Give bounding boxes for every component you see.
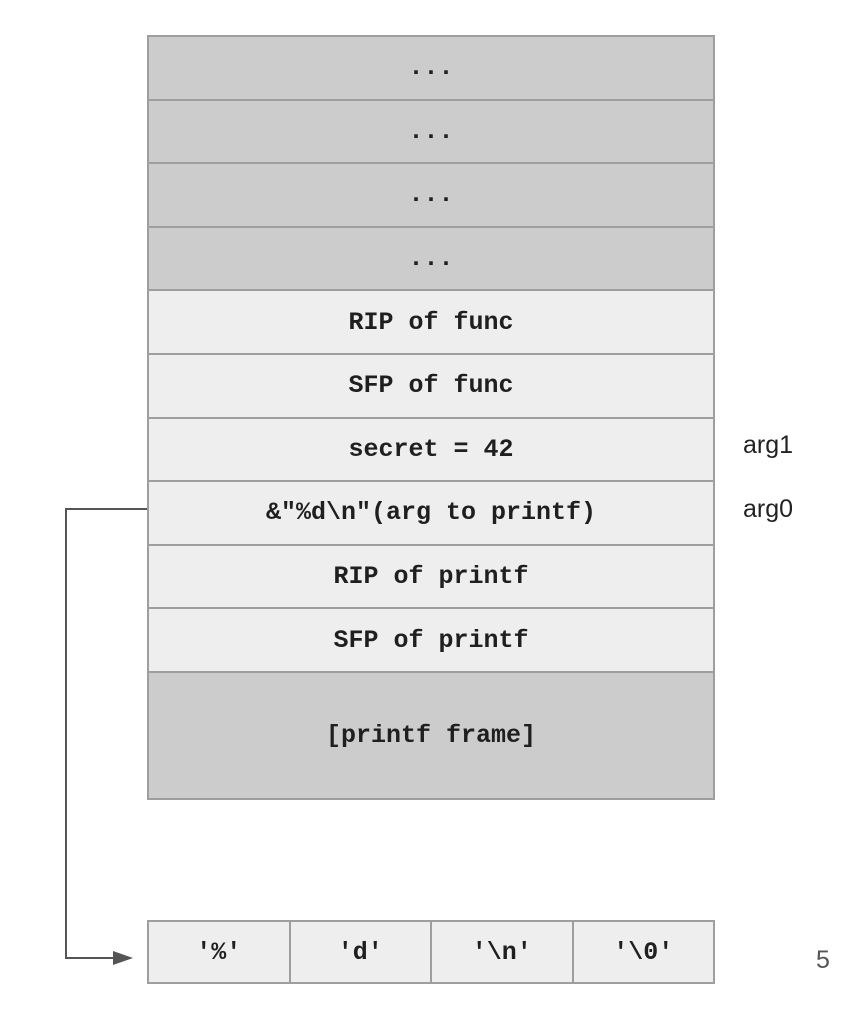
pointer-arrow-head — [113, 951, 133, 965]
stack-row-ellipsis: ... — [149, 164, 713, 228]
page-number: 5 — [816, 946, 830, 974]
stack-row-sfp-func: SFP of func — [149, 354, 713, 419]
string-char-cell: '\n' — [432, 922, 574, 982]
stack-row-rip-printf: RIP of printf — [149, 545, 713, 610]
stack-row-ellipsis: ... — [149, 100, 713, 165]
arg1-label: arg1 — [743, 431, 794, 459]
arg0-label: arg0 — [743, 495, 794, 523]
string-char-cell: '\0' — [613, 937, 674, 967]
stack-row-ellipsis: ... — [149, 227, 713, 292]
stack-row-secret: secret = 42 — [149, 418, 713, 483]
stack-row-rip-func: RIP of func — [149, 291, 713, 355]
stack-row-sfp-printf: SFP of printf — [149, 609, 713, 673]
stack-row-printf-frame: [printf frame] — [149, 672, 713, 800]
stack-row-ellipsis: ... — [149, 37, 713, 101]
stack-row-format-arg: &"%d\n"(arg to printf) — [149, 482, 713, 546]
stack-diagram: ... ... ... ... RIP of func SFP of func … — [147, 35, 715, 800]
string-char-cell: 'd' — [291, 922, 432, 982]
pointer-arrow-line — [65, 508, 147, 959]
string-char-cell: '%' — [149, 922, 291, 982]
format-string-array: '%' 'd' '\n' '\0' — [147, 920, 715, 984]
